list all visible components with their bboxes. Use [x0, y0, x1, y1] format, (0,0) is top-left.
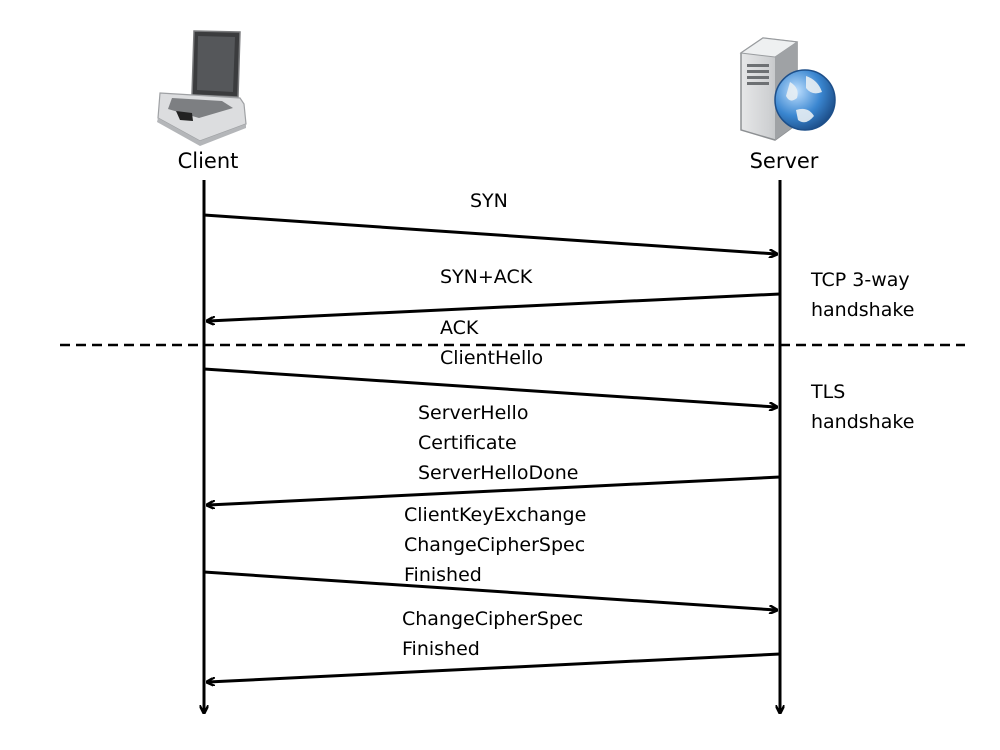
message-label: ServerHelloDone: [418, 462, 578, 484]
message-label: ChangeCipherSpec: [402, 608, 583, 630]
message-label: ACK: [440, 317, 479, 339]
message-label: ClientKeyExchange: [404, 504, 586, 526]
message-label: ClientHello: [440, 347, 543, 369]
phase-label: handshake: [811, 299, 914, 321]
message-label: SYN+ACK: [440, 266, 533, 288]
message-arrow: [208, 475, 781, 505]
message-label: Certificate: [418, 432, 517, 454]
message-arrow: [203, 570, 776, 610]
message-label: Finished: [404, 564, 482, 586]
message-arrow: [208, 292, 781, 321]
server-label: Server: [750, 149, 819, 173]
message-label: ChangeCipherSpec: [404, 534, 585, 556]
message-label: ServerHello: [418, 402, 528, 424]
phase-label: handshake: [811, 411, 914, 433]
message-arrow: [203, 367, 776, 407]
message-label: Finished: [402, 638, 480, 660]
message-arrow: [203, 213, 776, 254]
message-label: SYN: [470, 190, 508, 212]
web-server-icon: [739, 37, 836, 141]
laptop-icon: [157, 30, 247, 146]
phase-label: TLS: [810, 381, 845, 403]
phase-label: TCP 3-way: [810, 269, 910, 291]
message-arrow: [208, 652, 781, 682]
client-label: Client: [178, 149, 239, 173]
